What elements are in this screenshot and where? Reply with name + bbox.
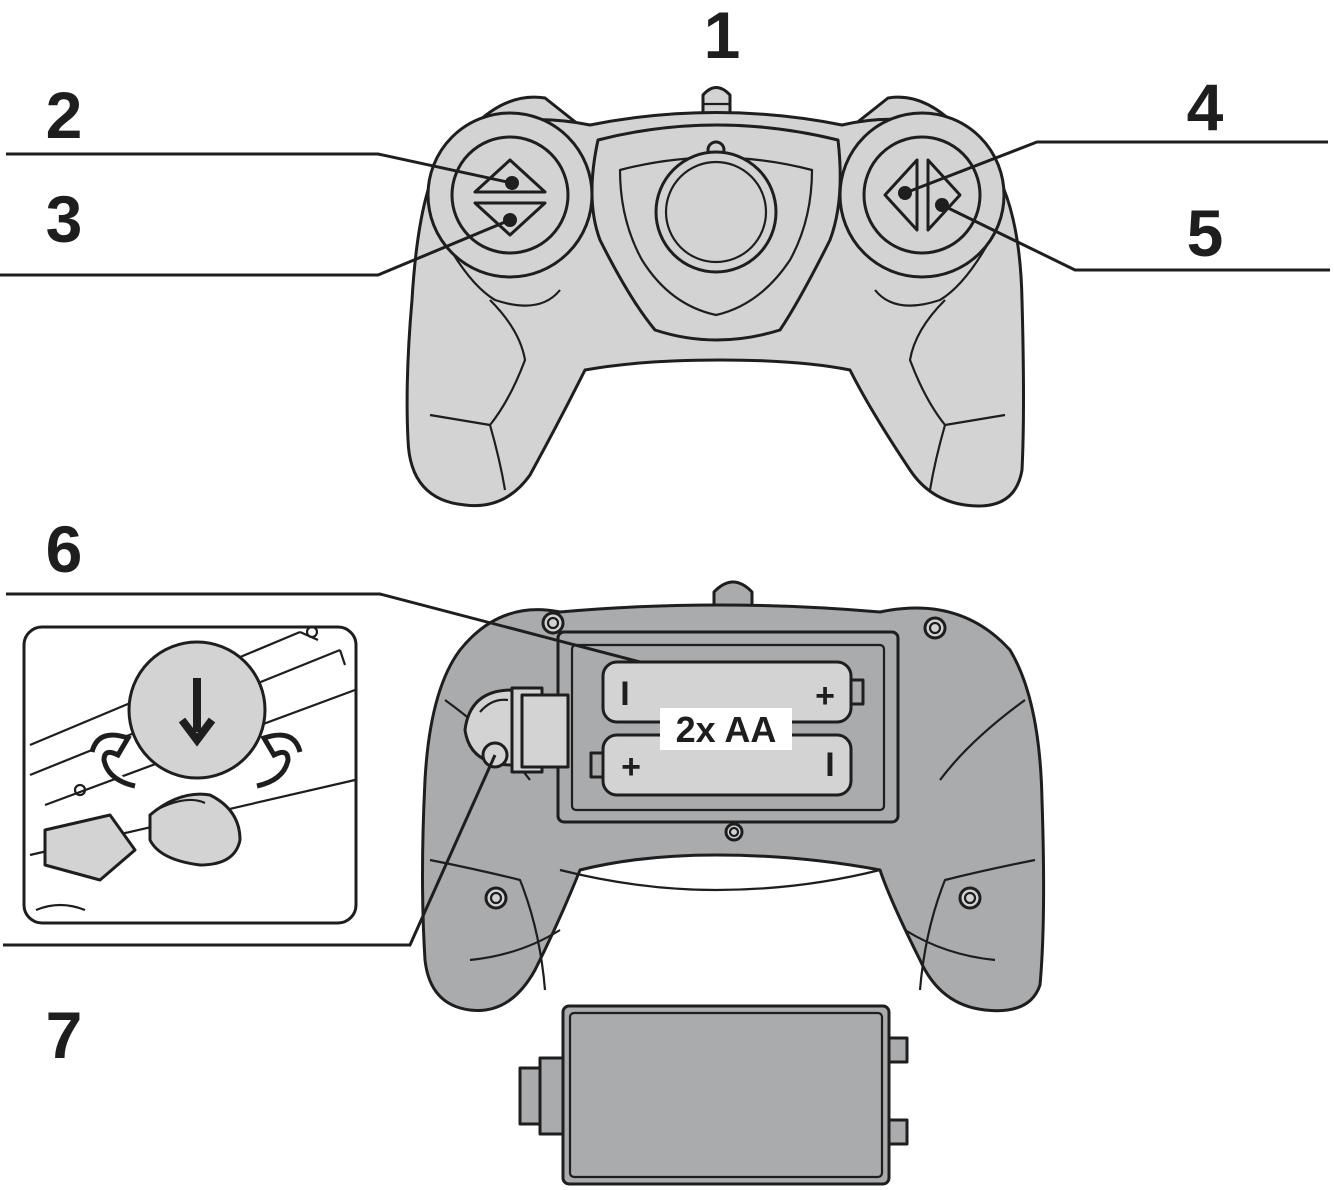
controller-back-view: I + + I 2x AA — [421, 580, 1046, 1013]
latch-detail-inset — [22, 625, 358, 925]
polarity-bottom-right: I — [825, 746, 834, 784]
polarity-top-left: I — [620, 675, 629, 713]
inset-latch-knob — [148, 792, 242, 867]
front-leader-lines — [0, 140, 1330, 277]
back-leader-lines — [3, 592, 641, 947]
rotate-right-arrow-icon — [256, 732, 303, 789]
polarity-bottom-left: + — [621, 748, 641, 786]
screw — [724, 822, 744, 842]
callout-5: 5 — [1187, 196, 1224, 270]
callout-6: 6 — [46, 512, 83, 586]
battery-cover — [518, 1004, 909, 1186]
battery-label: 2x AA — [676, 709, 777, 750]
back-antenna — [712, 580, 754, 612]
antenna — [701, 86, 732, 120]
callout-1: 1 — [704, 0, 741, 72]
callout-3: 3 — [46, 182, 83, 256]
callout-4: 4 — [1187, 70, 1224, 144]
callout-2: 2 — [46, 78, 83, 152]
screw — [958, 886, 982, 910]
polarity-top-right: + — [815, 677, 835, 715]
callout-7: 7 — [46, 998, 83, 1072]
down-arrow-icon — [178, 678, 216, 747]
screw — [923, 616, 947, 640]
rotate-left-arrow-icon — [89, 732, 136, 789]
inset-battery-cover-tab — [43, 813, 137, 882]
steering-dial[interactable] — [654, 150, 778, 274]
screw — [484, 886, 508, 910]
screw — [541, 611, 565, 635]
controller-front-view — [405, 86, 1025, 508]
battery-cover-body — [561, 1004, 891, 1186]
